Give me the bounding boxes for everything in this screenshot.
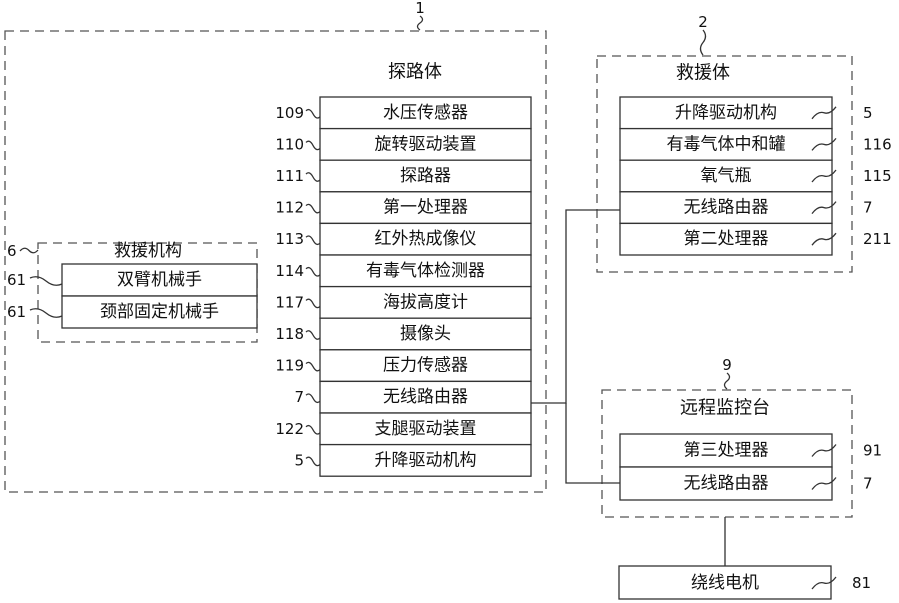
ref-11: 5: [294, 451, 304, 469]
leader-4: [306, 236, 320, 244]
label-r-2: 氧气瓶: [701, 166, 752, 186]
ref-r-1: 116: [863, 135, 892, 153]
group-1-title: 探路体: [388, 62, 442, 83]
leader-3: [306, 204, 320, 212]
motor-ref: 81: [852, 574, 871, 592]
group-9-ref: 9: [722, 356, 732, 374]
ref-61-0: 61: [7, 271, 26, 289]
group-2-leader: [701, 30, 706, 55]
ref-9: 7: [294, 388, 304, 406]
group-6-title: 救援机构: [114, 241, 182, 261]
ref-8: 119: [275, 357, 304, 375]
leader-2: [306, 173, 320, 181]
leader-61-0: [30, 277, 62, 285]
label-c-1: 无线路由器: [684, 474, 769, 494]
label-c-0: 第三处理器: [684, 441, 769, 461]
group-9-leader: [725, 373, 730, 389]
ref-1: 110: [275, 135, 304, 153]
ref-r-2: 115: [863, 167, 892, 185]
label-7: 摄像头: [400, 324, 451, 344]
ref-5: 114: [275, 262, 304, 280]
ref-10: 122: [275, 420, 304, 438]
group-6-leader: [20, 248, 38, 253]
group-6-ref: 6: [7, 242, 17, 260]
leader-61-1: [30, 309, 62, 317]
leader-5: [306, 268, 320, 276]
leader-7: [306, 331, 320, 339]
group-9-title: 远程监控台: [680, 398, 770, 419]
label-5: 有毒气体检测器: [366, 261, 485, 281]
label-4: 红外热成像仪: [375, 229, 477, 249]
group-1-ref: 1: [415, 0, 425, 17]
label-3: 第一处理器: [383, 198, 468, 218]
label-61-0: 双臂机械手: [117, 270, 202, 290]
ref-61-1: 61: [7, 303, 26, 321]
connector-wireless-9: [566, 403, 620, 483]
ref-c-1: 7: [863, 475, 873, 493]
label-2: 探路器: [400, 166, 451, 186]
leader-11: [306, 457, 320, 465]
ref-2: 111: [275, 167, 304, 185]
label-r-0: 升降驱动机构: [675, 103, 777, 123]
group-2-title: 救援体: [676, 63, 730, 84]
label-6: 海拔高度计: [383, 292, 468, 312]
leader-1: [306, 141, 320, 149]
ref-r-0: 5: [863, 104, 873, 122]
label-r-3: 无线路由器: [684, 198, 769, 218]
group-2-ref: 2: [698, 13, 708, 31]
ref-3: 112: [275, 199, 304, 217]
ref-4: 113: [275, 230, 304, 248]
label-r-4: 第二处理器: [684, 229, 769, 249]
leader-10: [306, 426, 320, 434]
label-9: 无线路由器: [383, 387, 468, 407]
ref-6: 117: [275, 293, 304, 311]
group-1-leader: [418, 16, 423, 30]
leader-8: [306, 362, 320, 370]
ref-c-0: 91: [863, 442, 882, 460]
label-11: 升降驱动机构: [375, 450, 477, 470]
ref-r-4: 211: [863, 230, 892, 248]
motor-label: 绕线电机: [691, 573, 759, 593]
ref-r-3: 7: [863, 199, 873, 217]
connector-wireless-2: [531, 210, 620, 403]
ref-0: 109: [275, 104, 304, 122]
label-61-1: 颈部固定机械手: [100, 302, 219, 322]
leader-6: [306, 299, 320, 307]
label-0: 水压传感器: [383, 103, 468, 123]
leader-9: [306, 394, 320, 402]
label-r-1: 有毒气体中和罐: [667, 134, 786, 154]
leader-0: [306, 110, 320, 118]
ref-7: 118: [275, 325, 304, 343]
label-10: 支腿驱动装置: [375, 419, 477, 439]
label-8: 压力传感器: [383, 356, 468, 376]
label-1: 旋转驱动装置: [375, 134, 477, 154]
